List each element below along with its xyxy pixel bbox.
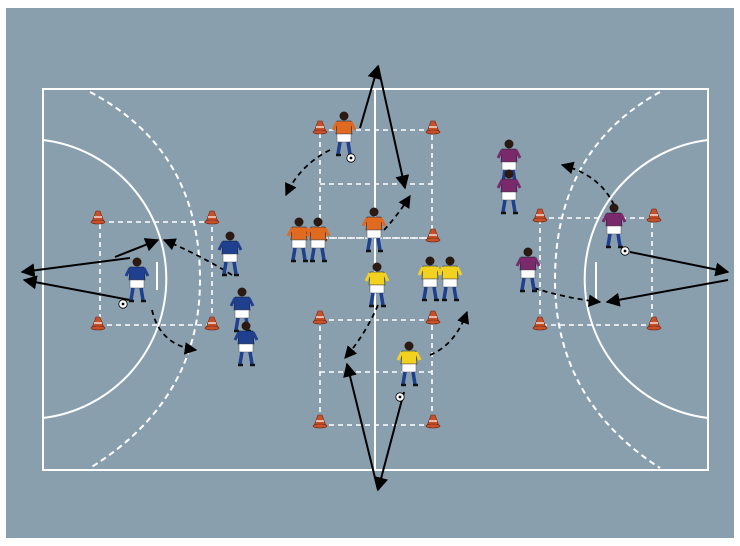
ball-icon bbox=[347, 154, 355, 162]
ball-icon bbox=[621, 247, 629, 255]
ball-icon bbox=[396, 393, 404, 401]
ball-icon bbox=[119, 300, 127, 308]
